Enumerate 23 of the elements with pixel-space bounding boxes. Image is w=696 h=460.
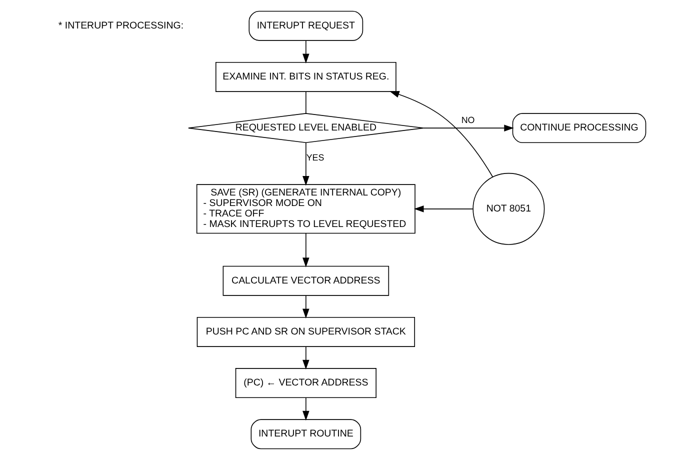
arrow bbox=[389, 91, 493, 178]
arrow bbox=[422, 124, 514, 132]
edge-label: YES bbox=[306, 152, 324, 162]
node-box: SAVE (SR) (GENERATE INTERNAL COPY) - SUPERVISOR MODE ON - TRACE OFF - MASK INTERUPTS TO LEVEL REQUESTED bbox=[196, 184, 415, 234]
arrow bbox=[414, 206, 473, 212]
label: * INTERUPT PROCESSING: bbox=[58, 20, 184, 32]
node-box: INTERUPT ROUTINE bbox=[250, 419, 361, 450]
arrow bbox=[302, 398, 309, 421]
arrow bbox=[302, 40, 309, 64]
node-box: (PC) ← VECTOR ADDRESS bbox=[234, 368, 376, 398]
node-box: EXAMINE INT. BITS IN STATUS REG. bbox=[214, 62, 396, 92]
node-box: CONTINUE PROCESSING bbox=[512, 113, 646, 144]
node-circle: NOT 8051 bbox=[472, 172, 544, 245]
node-diamond: REQUESTED LEVEL ENABLED bbox=[188, 113, 424, 144]
arrow bbox=[302, 142, 309, 186]
arrow bbox=[302, 233, 309, 268]
arrow bbox=[302, 295, 309, 318]
connector bbox=[305, 91, 306, 114]
edge-label: NO bbox=[460, 115, 474, 126]
node-box: PUSH PC AND SR ON SUPERVISOR STACK bbox=[196, 316, 414, 347]
node-box: CALCULATE VECTOR ADDRESS bbox=[222, 266, 389, 296]
node-box: INTERUPT REQUEST bbox=[248, 10, 363, 41]
arrow bbox=[302, 346, 309, 370]
